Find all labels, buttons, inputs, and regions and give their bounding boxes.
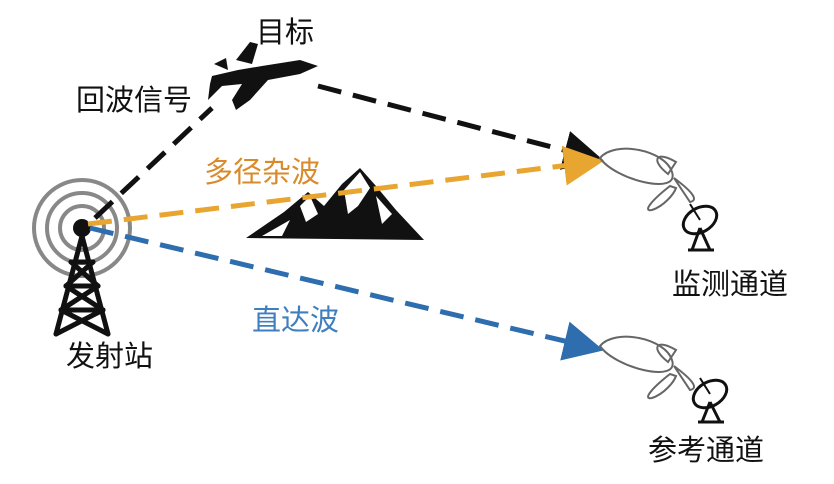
dish-antenna-icon — [598, 147, 719, 252]
reference-channel-label: 参考通道 — [648, 433, 765, 467]
target-label: 目标 — [256, 15, 315, 49]
multipath-clutter-path — [87, 145, 604, 227]
mountain-icon — [246, 168, 424, 240]
dish-antenna-icon — [598, 335, 729, 424]
transmitter-label: 发射站 — [66, 339, 154, 373]
multipath-clutter-label: 多径杂波 — [204, 155, 321, 189]
monitor-channel-label: 监测通道 — [672, 267, 789, 301]
echo-signal-label: 回波信号 — [76, 83, 193, 117]
echo-signal-path — [93, 106, 214, 220]
direct-wave-label: 直达波 — [252, 303, 340, 337]
fighter-jet-icon — [208, 42, 318, 110]
transmitter-tower-icon — [32, 178, 132, 337]
direct-wave-path — [89, 225, 604, 361]
target-to-monitor-path — [317, 83, 604, 170]
